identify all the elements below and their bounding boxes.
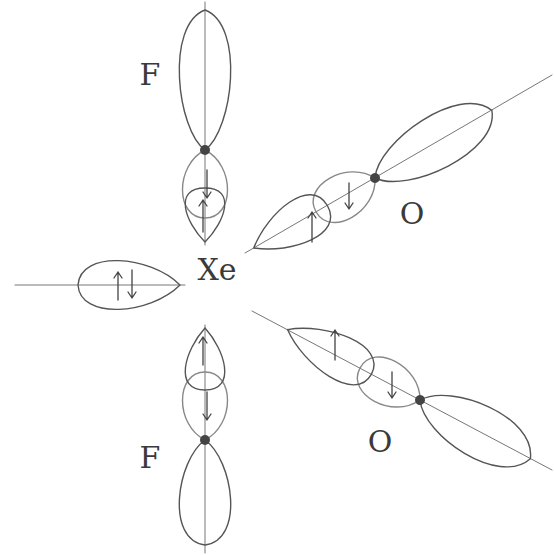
atom-label: F [140, 443, 161, 473]
atom-label: O [368, 427, 393, 457]
atom-label: F [140, 60, 161, 90]
atom-label: O [400, 199, 425, 229]
central-atom-label: Xe [197, 255, 236, 285]
